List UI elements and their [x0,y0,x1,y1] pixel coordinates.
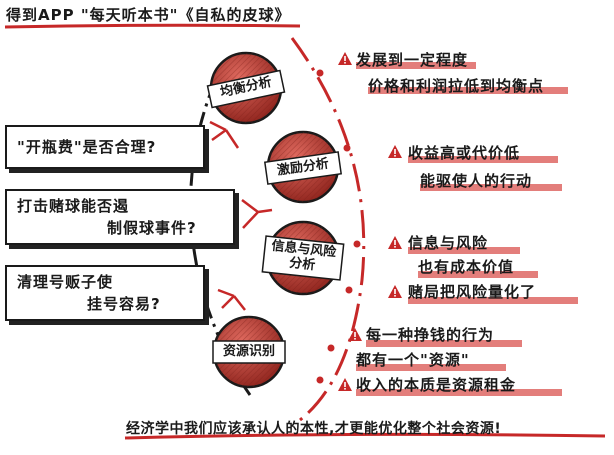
node-label-resource: 资源识别 [217,344,281,359]
arc-dot [344,145,351,152]
question-box-corkage: "开瓶费"是否合理? [5,125,205,169]
arc-dot [328,345,335,352]
question-box-scalpers: 清理号贩子使 挂号容易? [5,265,205,321]
point-text: 价格和利润拉低到均衡点 [368,75,544,96]
question-text: 清理号贩子使 [17,271,113,292]
page-title: 得到APP "每天听本书"《自私的皮球》 [6,4,290,25]
point-text: 能驱使人的行动 [420,170,532,191]
arc-dot [346,287,353,294]
point-text: 发展到一定程度 [356,49,468,70]
footer-conclusion: 经济学中我们应该承认人的本性,才更能优化整个社会资源! [126,418,501,438]
branch-arrow [242,200,272,228]
arc-dot [317,377,324,384]
title-underline [5,25,300,27]
branch-arrow [210,122,238,148]
warning-icon [338,52,352,65]
warning-icon [388,236,402,249]
question-box-gambling: 打击赌球能否遏 制假球事件? [5,189,235,245]
warning-icon [338,378,352,391]
warning-icon [348,328,362,341]
question-text: 打击赌球能否遏 [17,195,129,216]
point-text: 都有一个"资源" [356,349,470,370]
question-text: 制假球事件? [107,217,197,238]
branch-arrow [218,290,245,310]
warning-icon [388,145,402,158]
warning-icon [388,285,402,298]
point-text: 收入的本质是资源租金 [356,374,516,395]
arc-dot [317,70,324,77]
point-text: 信息与风险 [408,232,488,253]
arc-dot [354,241,361,248]
question-text: "开瓶费"是否合理? [17,136,156,157]
question-text: 挂号容易? [87,293,161,314]
point-text: 每一种挣钱的行为 [366,324,494,345]
point-text: 赌局把风险量化了 [408,281,536,302]
point-text: 收益高或代价低 [408,142,520,163]
point-text: 也有成本价值 [418,256,514,277]
